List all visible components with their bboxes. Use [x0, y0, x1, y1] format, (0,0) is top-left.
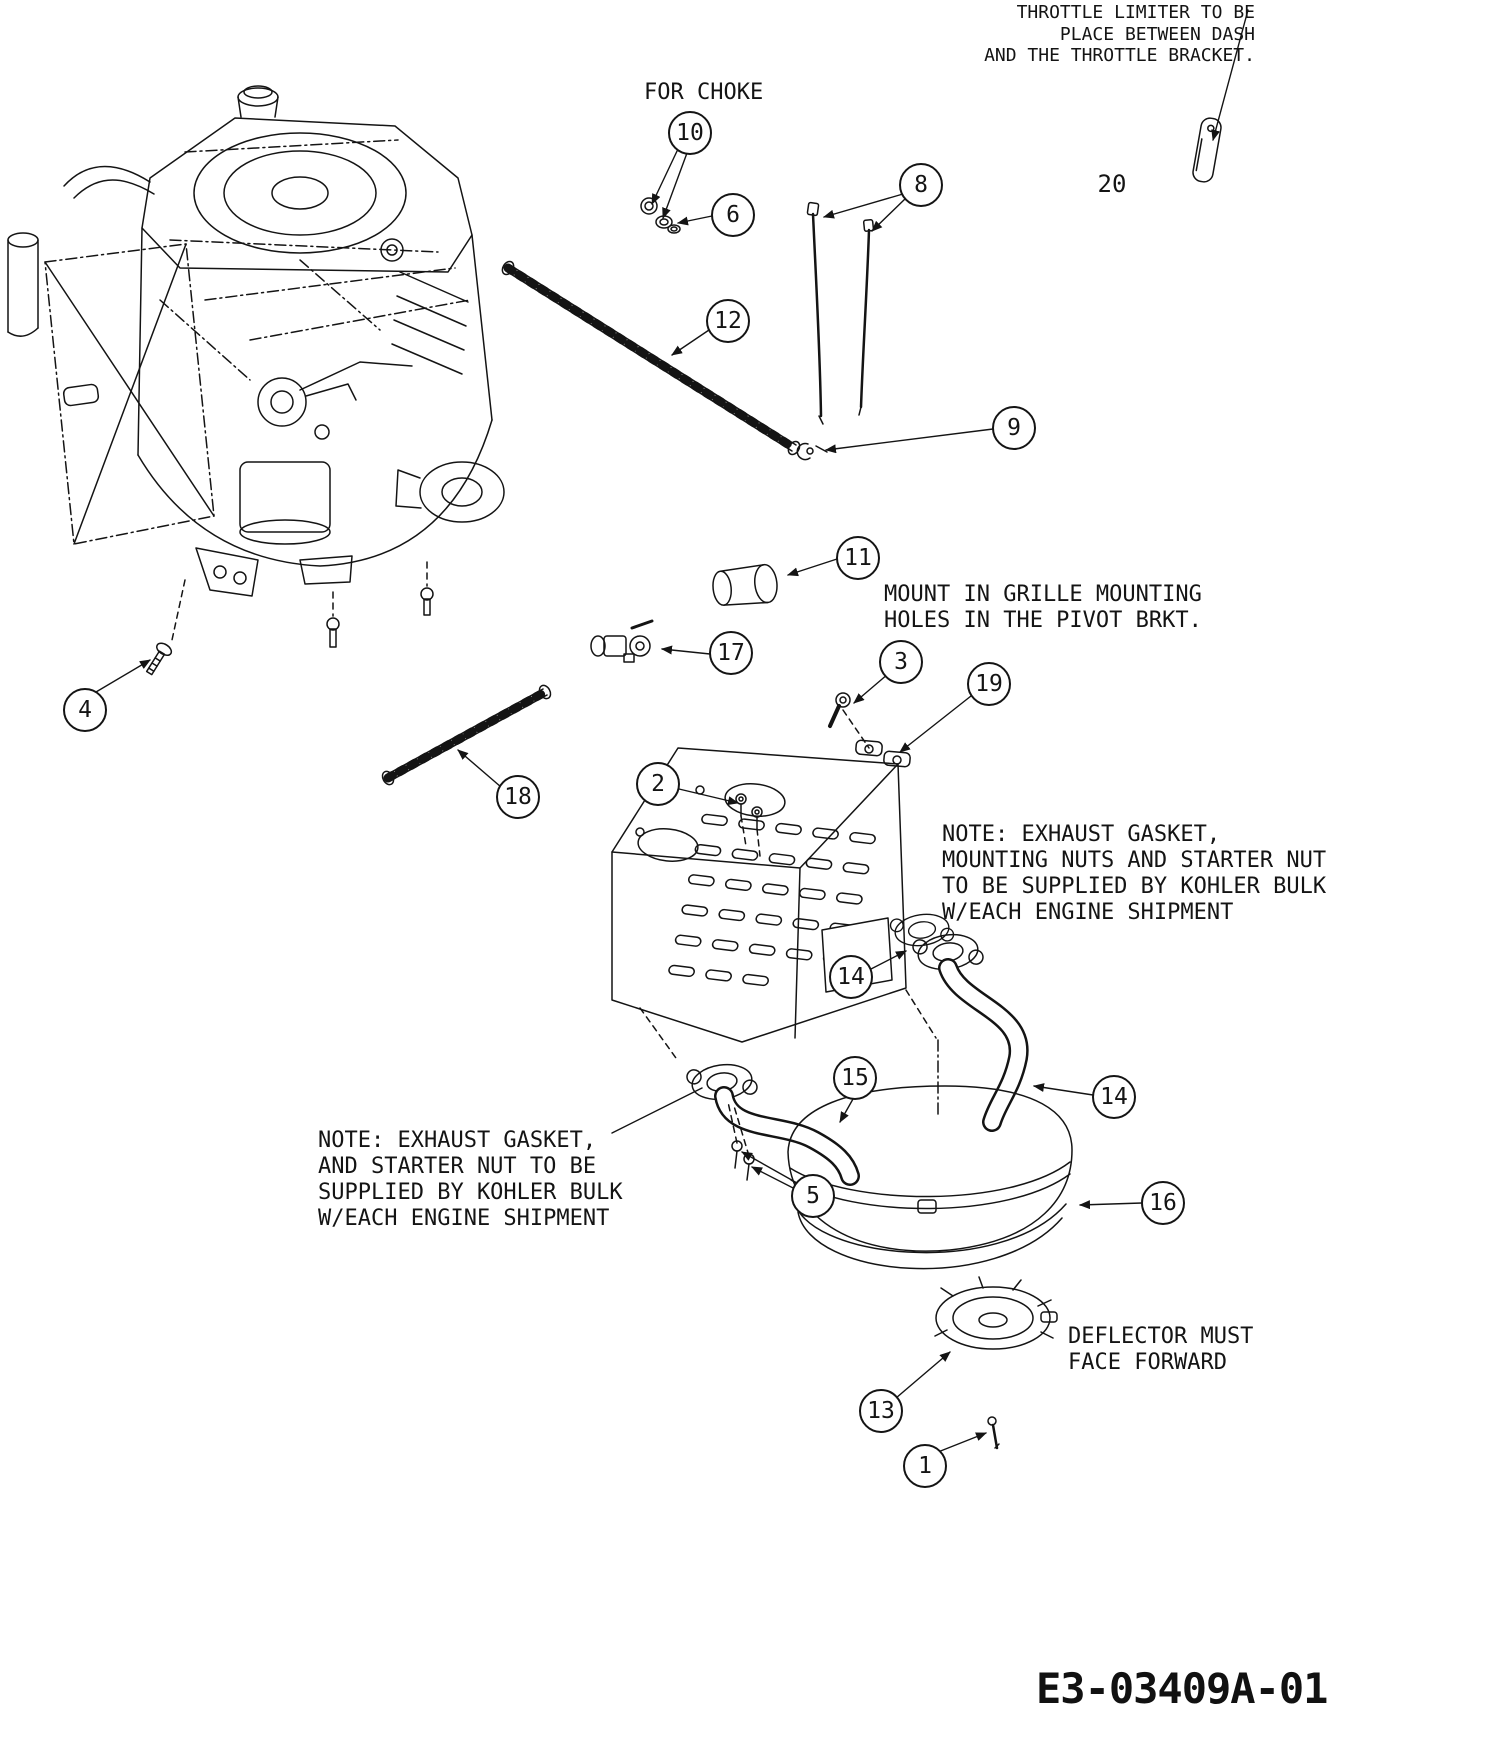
callout-9: 9	[992, 406, 1036, 450]
svg-text:14: 14	[837, 964, 865, 990]
callout-3: 3	[879, 640, 923, 684]
engine-assembly	[63, 85, 505, 597]
svg-text:16: 16	[1149, 1190, 1177, 1216]
callout-4: 4	[63, 688, 107, 732]
callouts: 10 6 8 12 9 11 17 4 3 19 2 18 14 15 14 1…	[63, 111, 1185, 1488]
callout-14-lower: 14	[1092, 1075, 1136, 1119]
throttle-rod	[501, 260, 801, 456]
part-label-20: 20	[1098, 170, 1127, 198]
shield-bolts	[735, 793, 763, 857]
svg-text:10: 10	[676, 120, 704, 146]
callout-2: 2	[636, 762, 680, 806]
callout-1: 1	[903, 1444, 947, 1488]
note-throttle-limiter: THROTTLE LIMITER TO BE PLACE BETWEEN DAS…	[984, 2, 1255, 67]
callout-10: 10	[668, 111, 712, 155]
svg-text:3: 3	[894, 649, 908, 675]
svg-text:5: 5	[806, 1183, 820, 1209]
note-for-choke: FOR CHOKE	[644, 80, 764, 105]
choke-hardware	[640, 197, 681, 234]
deflector-screw	[987, 1416, 1000, 1450]
svg-text:19: 19	[975, 671, 1003, 697]
svg-text:2: 2	[651, 771, 665, 797]
callout-19: 19	[967, 662, 1011, 706]
svg-text:14: 14	[1100, 1084, 1128, 1110]
callout-17: 17	[709, 631, 753, 675]
note-exhaust-right: NOTE: EXHAUST GASKET, MOUNTING NUTS AND …	[942, 822, 1327, 925]
svg-text:4: 4	[78, 697, 92, 723]
callout-11: 11	[836, 536, 880, 580]
svg-text:6: 6	[726, 202, 740, 228]
note-exhaust-left: NOTE: EXHAUST GASKET, AND STARTER NUT TO…	[318, 1128, 623, 1231]
svg-text:15: 15	[841, 1065, 869, 1091]
svg-text:8: 8	[914, 172, 928, 198]
bolt-3	[828, 692, 870, 749]
callout-5: 5	[791, 1174, 835, 1218]
svg-text:1: 1	[918, 1453, 932, 1479]
deflector	[934, 1276, 1058, 1350]
svg-text:18: 18	[504, 784, 532, 810]
air-cleaner	[7, 232, 215, 545]
callout-6: 6	[711, 193, 755, 237]
heat-shield	[611, 739, 911, 1043]
lower-rod	[381, 684, 552, 786]
svg-text:12: 12	[714, 308, 742, 334]
throttle-cables	[806, 201, 875, 425]
callout-13: 13	[859, 1389, 903, 1433]
callout-18: 18	[496, 775, 540, 819]
leader-lines	[95, 9, 1249, 1453]
cable-clip	[796, 442, 828, 461]
callout-16: 16	[1141, 1181, 1185, 1225]
svg-text:9: 9	[1007, 415, 1021, 441]
svg-text:11: 11	[844, 545, 872, 571]
fuel-valve	[590, 619, 654, 663]
callout-8: 8	[899, 163, 943, 207]
callout-15: 15	[833, 1056, 877, 1100]
muffler	[639, 989, 1073, 1270]
svg-text:17: 17	[717, 640, 745, 666]
callout-14-upper: 14	[829, 955, 873, 999]
callout-12: 12	[706, 299, 750, 343]
exhaust-pipes	[714, 958, 1029, 1186]
svg-text:13: 13	[867, 1398, 895, 1424]
throttle-limiter	[1192, 117, 1222, 183]
note-deflector: DEFLECTOR MUST FACE FORWARD	[1068, 1324, 1254, 1375]
drawing-number: E3-03409A-01	[1036, 1664, 1328, 1713]
note-grille-mount: MOUNT IN GRILLE MOUNTING HOLES IN THE PI…	[884, 582, 1202, 633]
engine-bolts	[145, 561, 434, 676]
bushing	[712, 563, 778, 606]
